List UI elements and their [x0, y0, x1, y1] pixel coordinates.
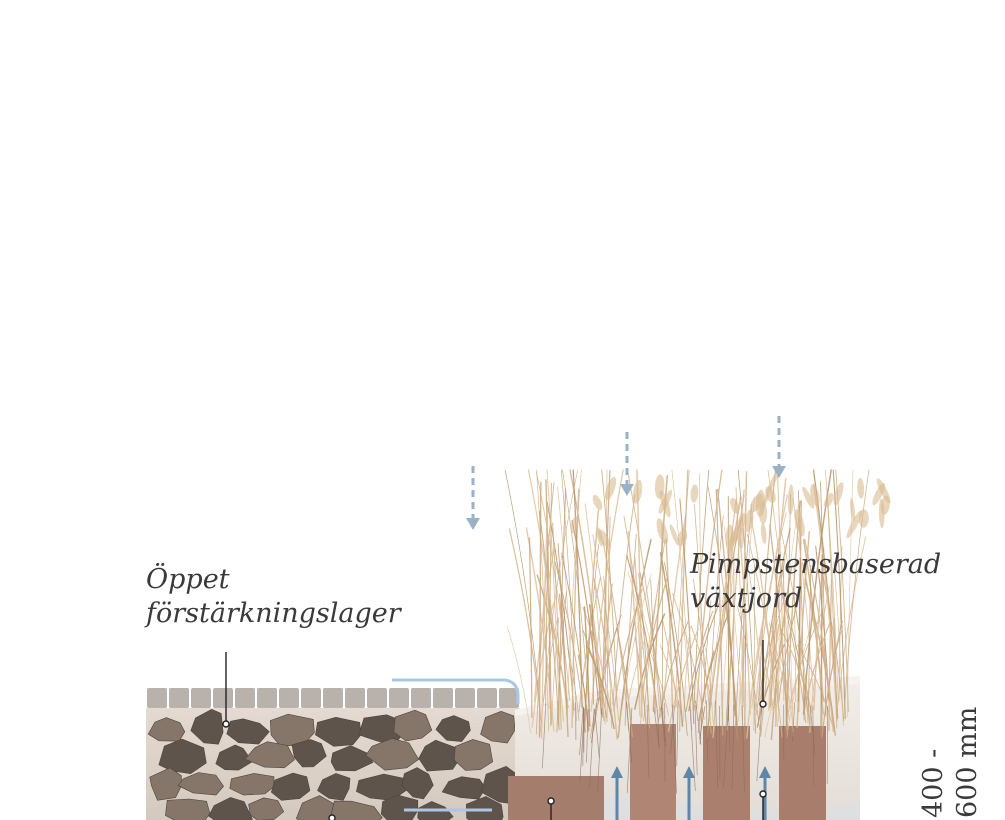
paving-stone: [213, 688, 233, 708]
paving-stone: [367, 688, 387, 708]
paving-stone: [279, 688, 299, 708]
paving-stones: [147, 688, 519, 708]
label-line-2: växtjord: [690, 582, 941, 616]
open-reinforcement-layer-label: Öppet förstärkningslager: [146, 563, 401, 631]
paving-stone: [323, 688, 343, 708]
paving-stone: [235, 688, 255, 708]
pumice-soil-label: Pimpstensbaserad växtjord: [690, 548, 941, 616]
grass-seed-head: [760, 522, 767, 544]
grass-seed-head: [857, 478, 865, 499]
paving-stone: [389, 688, 409, 708]
grass-blade: [530, 538, 532, 717]
dimension-line-1: 400 -: [917, 707, 951, 818]
grass-seed-head: [654, 517, 670, 546]
label-line-2: förstärkningslager: [146, 597, 401, 631]
paving-stone: [433, 688, 453, 708]
label-line-1: Öppet: [146, 563, 401, 597]
paving-stone: [345, 688, 365, 708]
paving-stone: [455, 688, 475, 708]
stone: [165, 799, 210, 820]
depth-dimension: 400 - 600 mm: [862, 700, 982, 820]
label-line-1: Pimpstensbaserad: [690, 548, 941, 582]
grass-seed-head: [759, 502, 767, 524]
paving-stone: [477, 688, 497, 708]
grass-seed-head: [591, 493, 605, 511]
paving-stone: [301, 688, 321, 708]
paving-stone: [257, 688, 277, 708]
grass-seed-head: [787, 484, 794, 515]
paving-stone: [147, 688, 167, 708]
paving-stone: [411, 688, 431, 708]
paving-stone: [169, 688, 189, 708]
dimension-line-2: 600 mm: [951, 707, 985, 818]
paving-stone: [191, 688, 211, 708]
grass-seed-head: [690, 484, 699, 503]
grass-seed-head: [603, 476, 619, 502]
